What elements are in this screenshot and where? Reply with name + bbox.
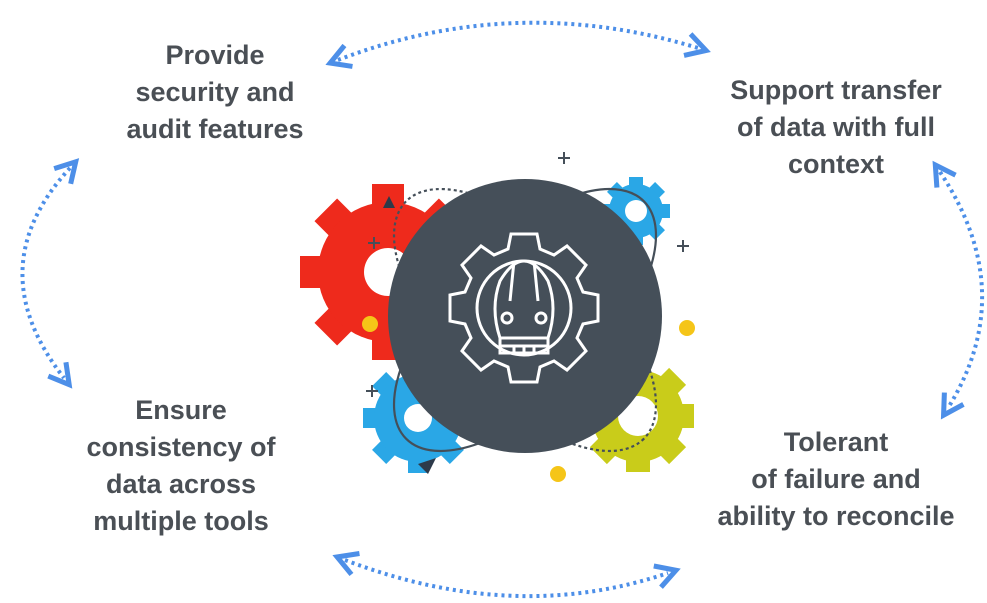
orbit-arrowhead-bottom	[418, 458, 436, 474]
label-line: data across	[105, 469, 257, 499]
label-line: of failure and	[751, 464, 921, 494]
label-data-transfer: Support transfer of data with full conte…	[695, 72, 977, 183]
label-line: audit features	[126, 114, 304, 144]
hub-circle	[388, 179, 662, 453]
orbit-arrowhead-top	[383, 196, 395, 208]
label-failure-tolerance: Tolerant of failure and ability to recon…	[690, 424, 982, 535]
arrow-bottom	[332, 551, 681, 599]
label-line: consistency of	[86, 432, 276, 462]
yellow-dot-1	[362, 316, 378, 332]
yellow-dot-2	[679, 320, 695, 336]
arrow-right	[932, 160, 985, 420]
yellow-dot-3	[550, 466, 566, 482]
label-security-audit: Provide security and audit features	[95, 37, 335, 148]
label-line: context	[787, 149, 885, 179]
label-data-consistency: Ensure consistency of data across multip…	[50, 392, 312, 540]
small-blue-gear-icon	[602, 177, 670, 245]
label-line: Tolerant	[783, 427, 889, 457]
sparkle-icon	[366, 152, 689, 397]
label-line: Provide	[165, 40, 265, 70]
label-line: of data with full	[737, 112, 935, 142]
label-line: security and	[135, 77, 295, 107]
arrow-left	[20, 158, 80, 389]
label-line: multiple tools	[93, 506, 269, 536]
label-line: Ensure	[135, 395, 227, 425]
label-line: Support transfer	[730, 75, 942, 105]
label-line: ability to reconcile	[717, 501, 955, 531]
robot-gear-icon	[448, 232, 600, 384]
arrow-top	[325, 20, 711, 69]
